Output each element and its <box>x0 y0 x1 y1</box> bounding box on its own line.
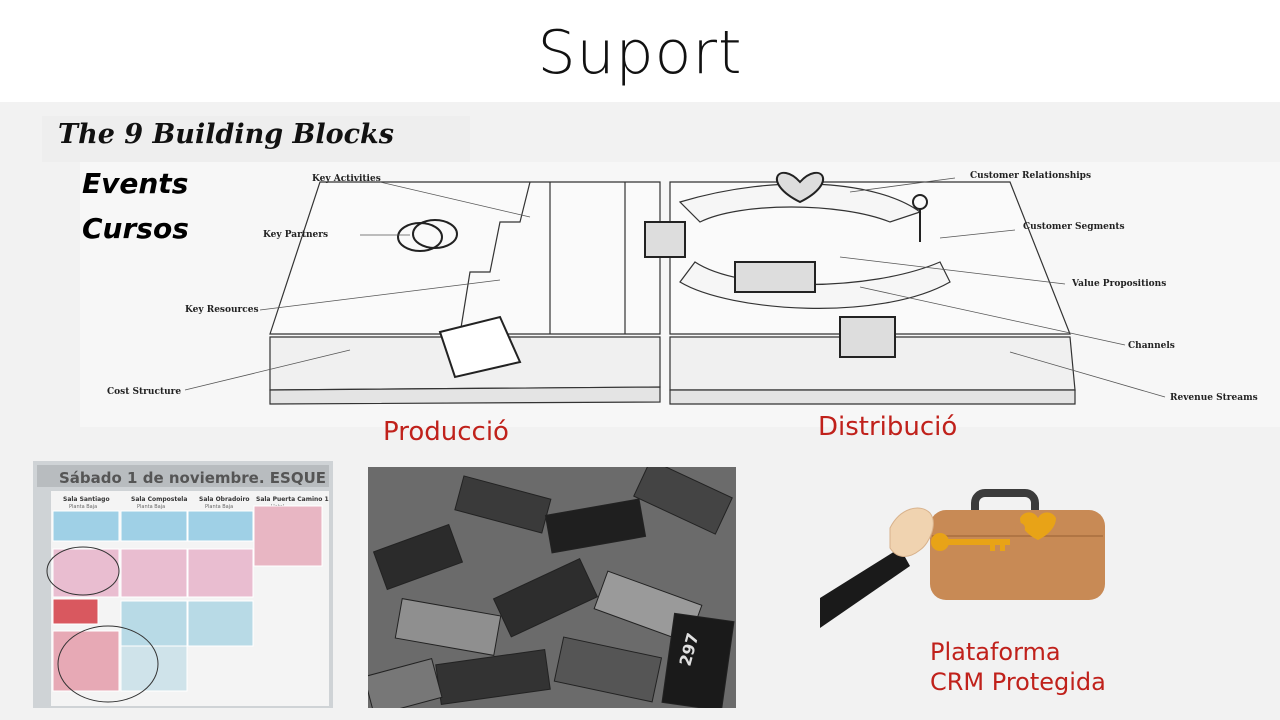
label-cost-structure: Cost Structure <box>107 387 182 397</box>
briefcase-illustration <box>820 489 1105 628</box>
room-puerta-camino: Sala Puerta Camino 1 <box>256 496 329 503</box>
hand-icon <box>889 507 934 557</box>
svg-text:Planta Baja: Planta Baja <box>205 504 233 510</box>
key-icon <box>931 533 1010 551</box>
left-board <box>269 181 661 335</box>
canvas-title-box <box>42 116 470 162</box>
schedule-photo: Sábado 1 de noviembre. ESQUE Sala Santia… <box>33 461 333 708</box>
video-tapes-photo: 297 <box>368 467 736 708</box>
room-obradoiro: Sala Obradoiro <box>199 496 250 503</box>
label-events: Events <box>82 167 189 200</box>
label-revenue-streams: Revenue Streams <box>1170 393 1258 403</box>
briefcase-icon <box>930 510 1105 600</box>
room-santiago: Sala Santiago <box>63 496 110 503</box>
cash-register-icon <box>839 316 896 358</box>
label-distribucio: Distribució <box>818 412 958 442</box>
svg-text:Planta Baja: Planta Baja <box>137 504 165 510</box>
label-key-activities: Key Activities <box>312 174 381 184</box>
room-compostela: Sala Compostela <box>131 496 187 503</box>
gift-icon <box>644 221 686 258</box>
label-customer-segments: Customer Segments <box>1023 222 1125 232</box>
slide-title: Suport <box>537 18 743 88</box>
truck-icon <box>734 261 816 293</box>
label-produccio: Producció <box>383 417 509 447</box>
platform-line-2: CRM Protegida <box>930 668 1106 696</box>
sleeve-icon <box>820 548 910 628</box>
label-channels: Channels <box>1128 341 1175 351</box>
platform-line-1: Plataforma <box>930 638 1061 666</box>
label-cursos: Cursos <box>82 212 189 245</box>
label-customer-relationships: Customer Relationships <box>970 171 1092 181</box>
label-value-propositions: Value Propositions <box>1072 279 1167 289</box>
canvas-title: The 9 Building Blocks <box>58 119 394 150</box>
label-key-resources: Key Resources <box>185 305 259 315</box>
svg-text:Planta Baja: Planta Baja <box>69 504 97 510</box>
heart-icon <box>776 171 824 204</box>
schedule-header: Sábado 1 de noviembre. ESQUE <box>59 469 326 487</box>
document-icon <box>438 315 522 379</box>
label-key-partners: Key Partners <box>263 230 329 240</box>
canvas-sketch <box>184 171 1166 405</box>
platform-label: Plataforma CRM Protegida <box>930 637 1106 697</box>
